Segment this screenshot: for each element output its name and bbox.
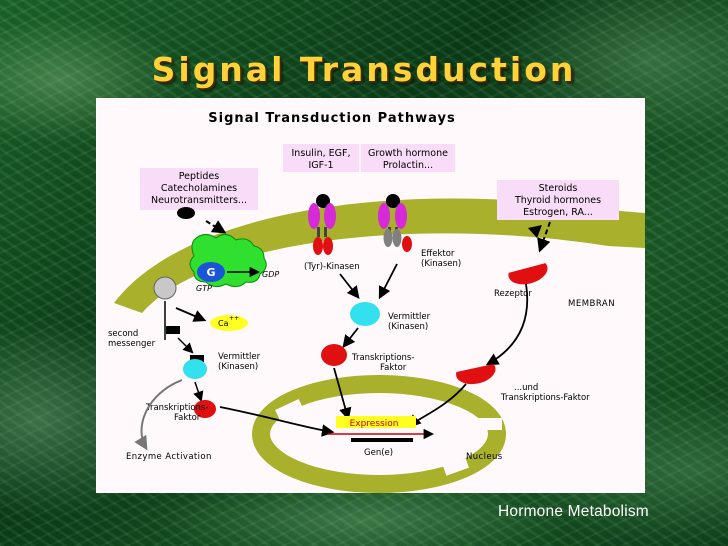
tf-left — [194, 400, 216, 418]
arrow-enzyme-activation — [134, 379, 183, 451]
nucleus-ring — [252, 375, 506, 493]
calcium-label: Ca — [218, 319, 229, 328]
arrow-insulin-to-vermittler — [339, 273, 360, 299]
arrow-to-calcium — [175, 307, 207, 322]
growth-hormone-receptor — [378, 203, 412, 252]
steroid-receptor — [508, 263, 548, 285]
footer-label: Hormone Metabolism — [498, 503, 649, 520]
vermittler-left-block — [190, 355, 204, 362]
svg-text:Peptides: Peptides — [179, 171, 220, 182]
arrow-tf-left-to-gene — [219, 406, 335, 437]
diagram-panel: Signal Transduction Pathways Peptides Ca… — [96, 98, 645, 493]
arrow-to-tf-left — [193, 381, 204, 402]
tf-center — [321, 344, 347, 366]
peptide-ligand — [177, 207, 195, 219]
diagram-heading: Signal Transduction Pathways — [208, 111, 455, 126]
insulin-ligand — [316, 194, 330, 208]
arrow-tf-center-to-gene — [333, 367, 352, 421]
svg-text:Neurotransmitters...: Neurotransmitters... — [151, 195, 247, 206]
signal-transduction-diagram: Signal Transduction Pathways Peptides Ca… — [108, 111, 645, 493]
tf-right-label-1: ...und — [514, 383, 538, 393]
growth-hormone-ligand — [386, 194, 400, 208]
tf-right-label-2: Transkriptions-Faktor — [500, 393, 590, 403]
steroids-box: Steroids Thyroid hormones Estrogen, RA..… — [497, 180, 619, 220]
nucleus-label: Nucleus — [466, 452, 503, 462]
insulin-receptor — [308, 203, 336, 255]
tf-center-label-2: Faktor — [380, 363, 407, 373]
slide-title: Signal Transduction — [151, 50, 577, 89]
insulin-box: Insulin, EGF, IGF-1 — [283, 144, 359, 172]
gene-bar — [351, 438, 413, 442]
svg-text:Insulin, EGF,: Insulin, EGF, — [292, 148, 351, 159]
g-protein — [197, 262, 225, 282]
vermittler-center-label-2: (Kinasen) — [388, 322, 428, 332]
svg-text:Growth hormone: Growth hormone — [368, 148, 448, 159]
cell-membrane — [114, 198, 645, 313]
arrow-receptor-to-tf-right — [485, 283, 529, 366]
vermittler-center-label-1: Vermittler — [388, 312, 431, 322]
gene-label: Gen(e) — [364, 448, 393, 458]
vermittler-left — [183, 359, 207, 379]
tf-center-label-1: Transkriptions- — [351, 353, 414, 363]
effektor-label-2: (Kinasen) — [421, 259, 461, 269]
membran-label: MEMBRAN — [568, 299, 615, 309]
gdp-label: GDP — [262, 270, 279, 279]
g-protein-label: G — [206, 266, 215, 279]
vermittler-center — [350, 302, 380, 326]
svg-text:IGF-1: IGF-1 — [308, 160, 333, 171]
expression-box — [336, 416, 416, 428]
steroid-ligand — [528, 225, 542, 238]
svg-text:Catecholamines: Catecholamines — [161, 183, 237, 194]
arrow-steroid-receptor — [537, 221, 551, 253]
svg-text:Estrogen, RA...: Estrogen, RA... — [523, 207, 593, 218]
second-messenger-block — [166, 326, 180, 334]
effektor-label-1: Effektor — [421, 249, 455, 259]
effector-enzyme — [153, 276, 177, 300]
enzyme-activation-label: Enzyme Activation — [126, 452, 212, 462]
tf-left-label-2: Faktor — [174, 413, 201, 423]
arrow-growth-to-vermittler — [378, 263, 398, 300]
svg-text:Prolactin...: Prolactin... — [383, 160, 433, 171]
calcium-ion — [210, 315, 248, 331]
tf-right — [456, 364, 496, 385]
svg-text:Steroids: Steroids — [539, 183, 578, 194]
peptides-box: Peptides Catecholamines Neurotransmitter… — [140, 168, 258, 210]
arrow-peptide-receptor — [205, 220, 227, 234]
vermittler-left-label-1: Vermittler — [218, 352, 261, 362]
second-messenger-label-2: messenger — [108, 339, 156, 349]
arrow-to-vermittler-left — [177, 337, 194, 354]
tyr-kinasen-label: (Tyr)-Kinasen — [304, 262, 360, 272]
growth-hormone-box: Growth hormone Prolactin... — [361, 144, 455, 172]
svg-text:Thyroid hormones: Thyroid hormones — [514, 195, 601, 206]
tf-left-label-1: Transkriptions- — [145, 403, 208, 413]
vermittler-left-label-2: (Kinasen) — [218, 362, 258, 372]
rezeptor-label: Rezeptor — [494, 289, 532, 299]
second-messenger-label-1: second — [108, 329, 138, 339]
gtp-label: GTP — [196, 284, 212, 293]
calcium-charge: ++ — [229, 315, 239, 322]
expression-label: Expression — [350, 419, 399, 429]
arrow-to-tf-center — [342, 327, 359, 348]
